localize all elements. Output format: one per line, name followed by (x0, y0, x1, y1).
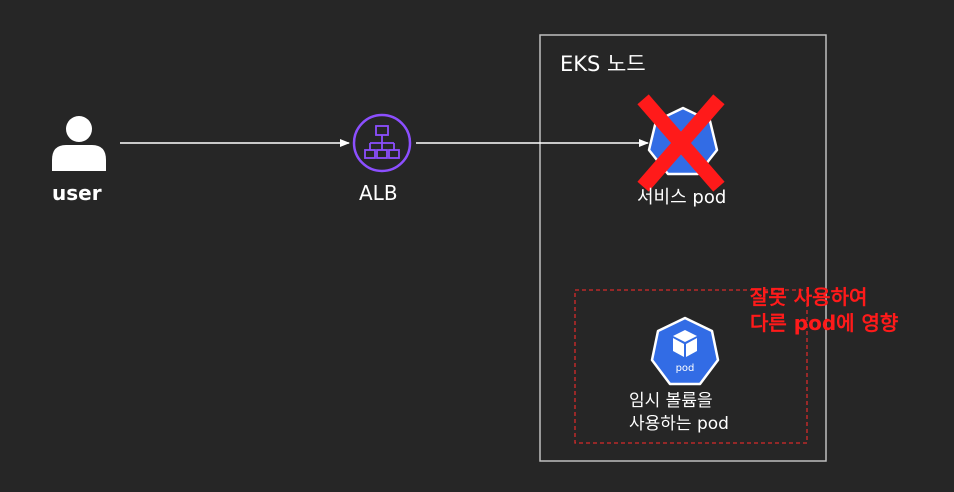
temp-volume-pod-label: 임시 볼륨을 사용하는 pod (629, 390, 729, 436)
service-pod-label: 서비스 pod (637, 187, 727, 208)
alb-label: ALB (359, 181, 398, 205)
warning-line-2: 다른 pod에 영향 (750, 311, 899, 335)
eks-node-box (539, 34, 827, 462)
load-balancer-icon (352, 113, 412, 173)
person-icon (52, 116, 106, 171)
eks-node-title: EKS 노드 (560, 52, 646, 76)
temp-volume-pod-label-line-1: 임시 볼륨을 (629, 391, 713, 411)
temp-volume-pod-label-line-2: 사용하는 pod (629, 414, 729, 434)
warning-note: 잘못 사용하여 다른 pod에 영향 (750, 284, 898, 336)
red-x-icon (637, 94, 725, 192)
kubernetes-pod-icon: pod (650, 316, 720, 386)
user-label: user (52, 181, 102, 205)
cube-icon (673, 330, 697, 357)
impact-region-box (574, 289, 808, 444)
pod-badge-text: pod (676, 363, 695, 374)
warning-line-1: 잘못 사용하여 (750, 285, 868, 309)
